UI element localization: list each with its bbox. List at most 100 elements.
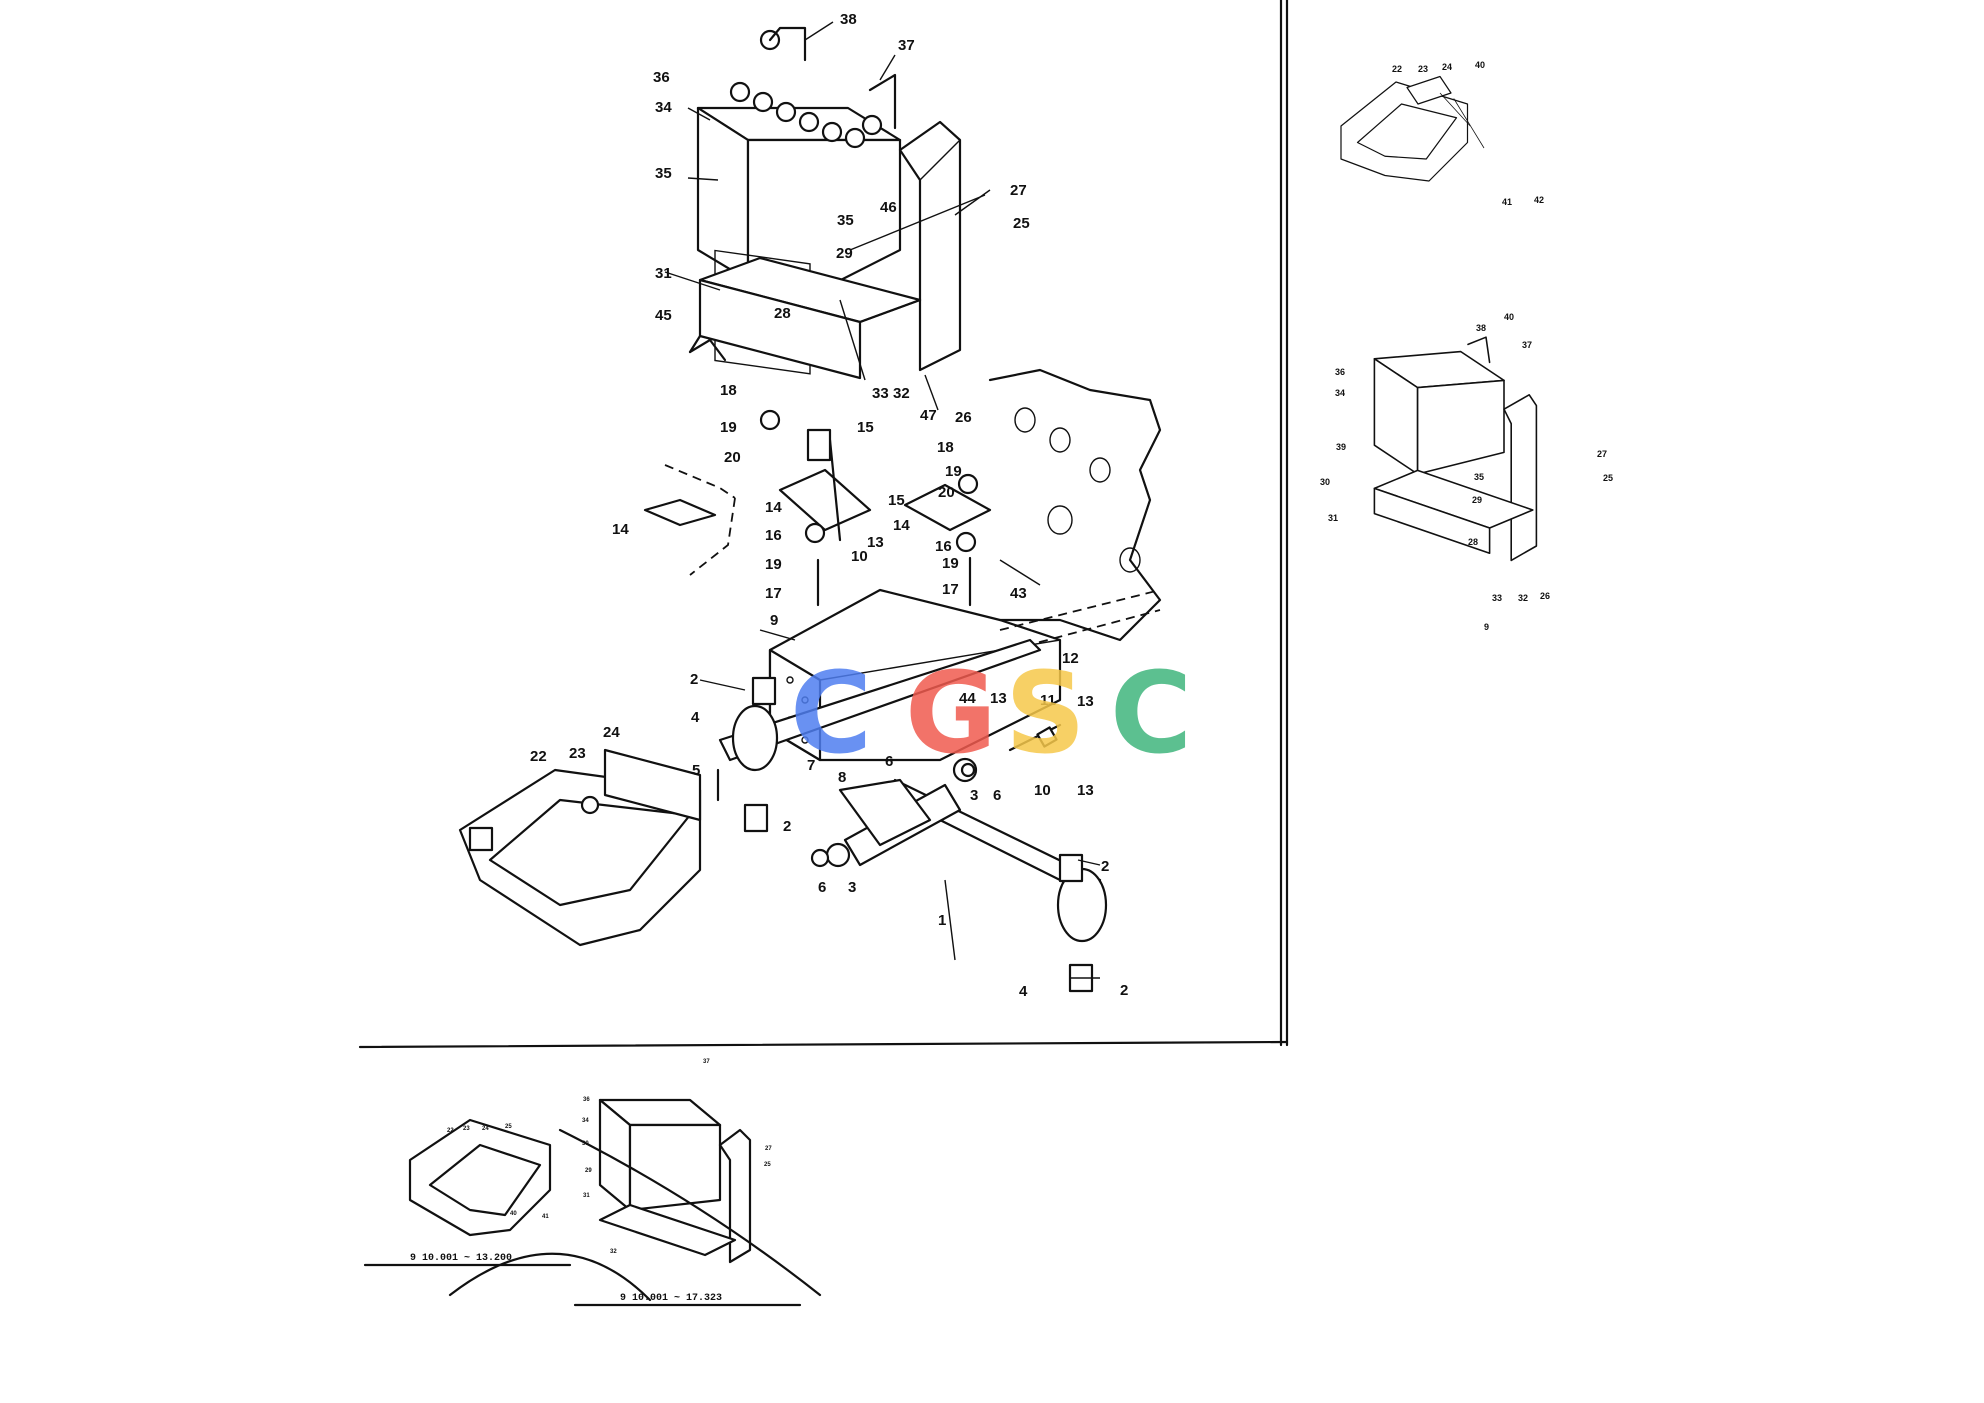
kingpin-bushing-2-upper <box>1058 853 1084 883</box>
callout-part-27: 27 <box>1597 449 1607 459</box>
callout-part-18: 18 <box>720 382 737 399</box>
callout-part-22: 22 <box>1392 64 1402 74</box>
axle-beam-upper <box>718 638 1042 762</box>
leader-line <box>924 374 939 411</box>
callout-part-40: 40 <box>510 1211 517 1217</box>
mount-plate-left <box>778 468 872 532</box>
seal-6-right <box>960 762 976 778</box>
battery-cell-cap <box>821 121 843 143</box>
bottom-guard-inner <box>428 1143 542 1217</box>
leader-line <box>879 54 896 81</box>
plate-14-dashed-line <box>664 464 736 499</box>
frame-lines <box>358 0 1289 1049</box>
cylinder-eye-left <box>825 842 851 868</box>
callout-part-10: 10 <box>1034 782 1051 799</box>
callout-part-41: 41 <box>1502 197 1512 207</box>
engine-dashed-edge <box>999 589 1161 631</box>
callout-part-18: 18 <box>937 439 954 456</box>
callout-part-14: 14 <box>612 521 629 538</box>
battery-cell-cap <box>752 91 774 113</box>
pivot-bushing-2-lower <box>743 803 769 833</box>
leader-line <box>804 21 834 41</box>
guard-stud <box>468 826 494 852</box>
callout-part-35: 35 <box>837 212 854 229</box>
battery-front-face <box>746 138 902 290</box>
callout-part-39: 39 <box>1336 442 1346 452</box>
callout-part-34: 34 <box>655 99 672 116</box>
stud-15 <box>828 438 842 542</box>
bottom-guard-outer <box>408 1118 552 1237</box>
callout-part-38: 38 <box>840 11 857 28</box>
callout-part-19: 19 <box>765 556 782 573</box>
axle-pivot-left <box>731 704 779 772</box>
leader-line <box>759 629 796 641</box>
callout-part-40: 40 <box>1475 60 1485 70</box>
callout-part-26: 26 <box>955 409 972 426</box>
callout-part-37: 37 <box>1522 340 1532 350</box>
callout-part-37: 37 <box>703 1059 710 1065</box>
guard-inner-rim <box>488 798 692 907</box>
callout-part-32: 32 <box>893 385 910 402</box>
callout-part-32: 32 <box>1518 593 1528 603</box>
callout-part-27: 27 <box>1010 182 1027 199</box>
bottom-battery-tray <box>598 1203 737 1257</box>
callout-part-20: 20 <box>938 484 955 501</box>
washer-19-right <box>957 473 979 495</box>
callout-part-27: 27 <box>765 1146 772 1152</box>
callout-part-36: 36 <box>1335 367 1345 377</box>
callout-part-24: 24 <box>1442 62 1452 72</box>
callout-part-40: 40 <box>1504 312 1514 322</box>
battery-terminal <box>861 114 883 136</box>
battery-tray <box>688 256 922 380</box>
callout-part-41: 41 <box>542 1214 549 1220</box>
guard-outer <box>458 768 702 947</box>
cylinder-mount <box>838 778 932 847</box>
engine-block-outline <box>988 368 1162 642</box>
leader-lines <box>664 21 1101 979</box>
callout-part-17: 17 <box>765 585 782 602</box>
mount-plate-right <box>903 483 992 532</box>
callout-part-23: 23 <box>569 745 586 762</box>
callout-part-36: 36 <box>653 69 670 86</box>
callout-part-17: 17 <box>942 581 959 598</box>
bottom-cable-2 <box>448 1252 652 1302</box>
nut-13 <box>1036 726 1058 748</box>
front-guard <box>458 748 720 947</box>
bracket-edge <box>919 139 961 181</box>
callout-part-13: 13 <box>867 534 884 551</box>
callout-part-31: 31 <box>655 265 672 282</box>
callout-part-12: 12 <box>1062 650 1079 667</box>
engine-block <box>988 368 1162 651</box>
inset-bottom-variant <box>408 1098 822 1302</box>
callout-part-35: 35 <box>655 165 672 182</box>
callout-part-4: 4 <box>691 709 700 726</box>
callout-part-2: 2 <box>1120 982 1128 999</box>
callout-part-34: 34 <box>1335 388 1345 398</box>
watermark-letter-s: S <box>1005 649 1086 779</box>
caption-serial-range-center: 9 10.001 ~ 17.323 <box>620 1293 722 1304</box>
battery-bar-37 <box>868 73 897 130</box>
callout-part-22: 22 <box>530 748 547 765</box>
inset-leader <box>1453 98 1485 149</box>
caption-serial-range-left: 9 10.001 ~ 13.200 <box>410 1253 512 1264</box>
callout-part-25: 25 <box>1603 473 1613 483</box>
callout-part-34: 34 <box>582 1118 589 1124</box>
inset-guard-variant <box>1340 75 1485 182</box>
callout-part-36: 36 <box>583 1097 590 1103</box>
engine-bore <box>1049 427 1071 453</box>
callout-part-35: 35 <box>1474 472 1484 482</box>
battery-cell-cap <box>844 127 866 149</box>
callout-part-24: 24 <box>603 724 620 741</box>
hold-down-rod-27 <box>849 194 986 251</box>
callout-part-7: 7 <box>807 757 815 774</box>
callout-part-5: 5 <box>692 762 700 779</box>
callout-part-46: 46 <box>880 199 897 216</box>
guard-bracket-24 <box>603 748 702 822</box>
support-bolt-hole <box>801 696 809 704</box>
callout-part-33: 33 <box>1492 593 1502 603</box>
bracket-upright <box>898 120 962 372</box>
